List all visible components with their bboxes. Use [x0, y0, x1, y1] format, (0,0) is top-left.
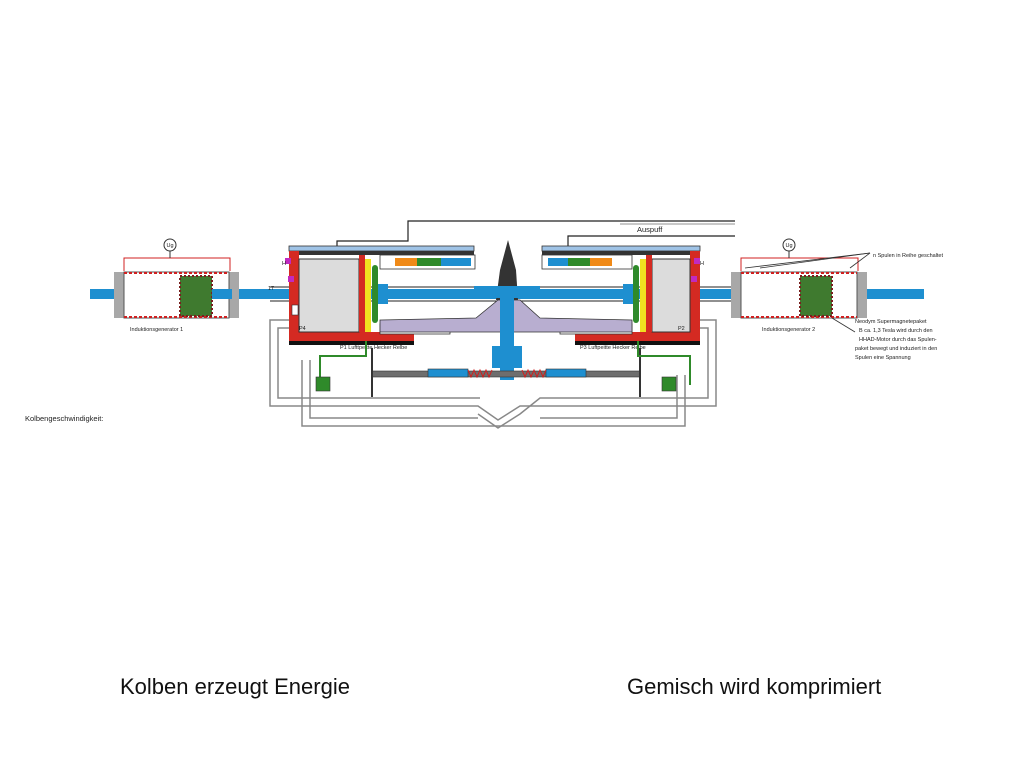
p3-label: P3 Luftpeitte Hecker Relbe: [580, 345, 646, 351]
p2-label: P2: [678, 326, 685, 332]
p1-label: P1 Lufttpeitte Hecker Relbe: [340, 345, 407, 351]
left-cylinder: [285, 245, 476, 345]
coils-series-label: n Spulen in Reihe geschaltet: [873, 253, 943, 259]
magnet-info-line-4: paket bewegt und induziert in den: [855, 346, 937, 352]
voltmeter-2-icon: [782, 238, 796, 252]
h-left-label: H: [282, 261, 286, 267]
caption-right: Gemisch wird komprimiert: [627, 674, 882, 699]
exhaust-pipes: [336, 220, 735, 247]
magnet-pack-2: [799, 275, 833, 317]
green-inlet-pipes: [319, 341, 691, 385]
generator-2-label: Induktionsgenerator 2: [762, 327, 815, 333]
caption-left: Kolben erzeugt Energie: [120, 674, 350, 699]
voltmeter-1-label: Ug: [167, 243, 174, 249]
p4-label: P4: [299, 326, 306, 332]
valve-right-icon: [661, 376, 677, 392]
piston-speed-label: Kolbengeschwindigkeit:: [25, 414, 103, 423]
induction-generator-1: [114, 250, 239, 319]
voltmeter-2-label: Ug: [786, 243, 793, 249]
magnet-pack-1: [179, 275, 213, 317]
exhaust-label: Auspuff: [637, 225, 663, 234]
number-17-label: 17: [268, 286, 274, 292]
spring-rod: [371, 348, 641, 397]
voltmeter-1-icon: [163, 238, 177, 252]
generator-1-label: Induktionsgenerator 1: [130, 327, 183, 333]
magnet-info-line-3: HHAD-Motor durch das Spulen-: [859, 337, 937, 343]
magnet-info-line-5: Spulen eine Spannung: [855, 355, 911, 361]
air-return-channels: [269, 319, 717, 429]
magnet-info-line-1: Neodym Supermagnetepaket: [855, 319, 927, 325]
valve-left-icon: [315, 376, 331, 392]
h-right-label: H: [700, 261, 704, 267]
magnet-info-line-2: B ca. 1,3 Tesla wird durch den: [859, 328, 933, 334]
induction-generator-2: [731, 250, 871, 333]
